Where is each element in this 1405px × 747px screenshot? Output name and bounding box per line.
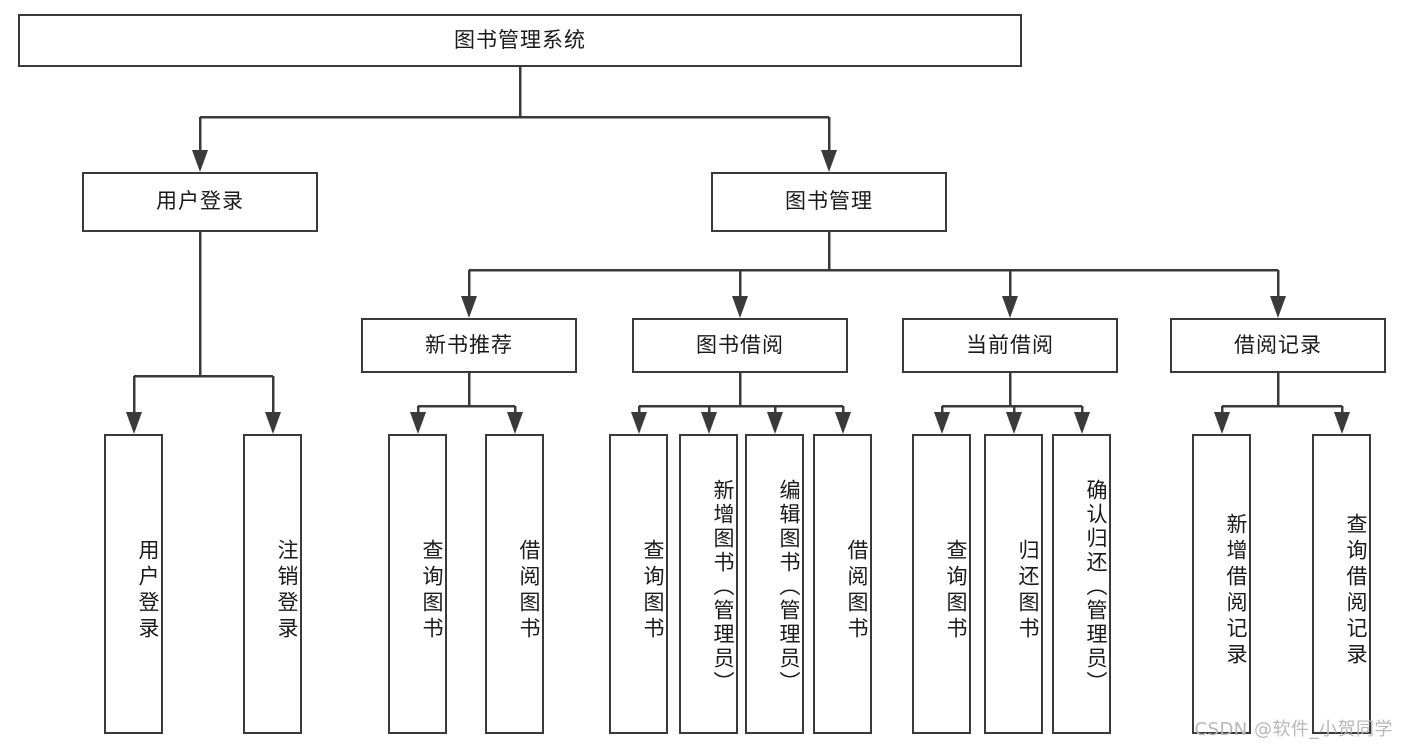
arrowhead-icon (821, 150, 837, 172)
node-label: 用户登录 (156, 189, 244, 214)
arrowhead-icon (934, 412, 950, 434)
arrowhead-icon (192, 150, 208, 172)
arrowhead-icon (1270, 296, 1286, 318)
node-leaf-confirm-return[interactable]: 确认归还（管理员） (1052, 434, 1111, 734)
node-label: 用户登录 (136, 539, 160, 643)
arrowhead-icon (1074, 412, 1090, 434)
arrowhead-icon (835, 412, 851, 434)
arrowhead-icon (767, 412, 783, 434)
node-leaf-query-book-2[interactable]: 查询图书 (609, 434, 668, 734)
node-label: 借阅记录 (1234, 332, 1322, 357)
node-leaf-query-book-3[interactable]: 查询图书 (912, 434, 971, 734)
arrowhead-icon (1214, 412, 1230, 434)
node-label: 新增图书（管理员） (711, 479, 735, 695)
arrowhead-icon (732, 296, 748, 318)
node-new-book-rec[interactable]: 新书推荐 (361, 318, 577, 373)
arrowhead-icon (1002, 296, 1018, 318)
arrowhead-icon (631, 412, 647, 434)
watermark: CSDN @软件_小贺同学 (1194, 719, 1393, 740)
node-label: 图书借阅 (696, 332, 784, 357)
node-leaf-query-book-1[interactable]: 查询图书 (388, 434, 447, 734)
node-user-login[interactable]: 用户登录 (82, 172, 318, 232)
node-leaf-query-record[interactable]: 查询借阅记录 (1312, 434, 1371, 734)
node-label: 注销登录 (275, 539, 299, 643)
arrowhead-icon (265, 412, 281, 434)
node-label: 借阅图书 (845, 539, 869, 643)
node-label: 新书推荐 (425, 332, 513, 357)
node-label: 借阅图书 (517, 539, 541, 643)
node-root[interactable]: 图书管理系统 (18, 14, 1022, 67)
node-label: 查询图书 (641, 539, 665, 643)
arrowhead-icon (1334, 412, 1350, 434)
node-label: 当前借阅 (966, 332, 1054, 357)
arrowhead-icon (126, 412, 142, 434)
node-label: 图书管理系统 (454, 27, 586, 52)
node-leaf-add-book[interactable]: 新增图书（管理员） (679, 434, 738, 734)
node-book-borrow[interactable]: 图书借阅 (632, 318, 848, 373)
node-leaf-edit-book[interactable]: 编辑图书（管理员） (745, 434, 804, 734)
node-label: 归还图书 (1016, 539, 1040, 643)
node-label: 图书管理 (785, 189, 873, 214)
node-leaf-borrow-book-2[interactable]: 借阅图书 (813, 434, 872, 734)
arrowhead-icon (410, 412, 426, 434)
node-leaf-add-record[interactable]: 新增借阅记录 (1192, 434, 1251, 734)
node-label: 确认归还（管理员） (1084, 479, 1108, 695)
node-label: 查询图书 (420, 539, 444, 643)
node-label: 新增借阅记录 (1224, 513, 1248, 669)
arrowhead-icon (461, 296, 477, 318)
node-leaf-user-login[interactable]: 用户登录 (104, 434, 163, 734)
arrowhead-icon (1006, 412, 1022, 434)
node-leaf-logout[interactable]: 注销登录 (243, 434, 302, 734)
node-leaf-borrow-book-1[interactable]: 借阅图书 (485, 434, 544, 734)
node-label: 查询借阅记录 (1344, 513, 1368, 669)
node-leaf-return-book[interactable]: 归还图书 (984, 434, 1043, 734)
node-borrow-record[interactable]: 借阅记录 (1170, 318, 1386, 373)
node-current-borrow[interactable]: 当前借阅 (902, 318, 1118, 373)
node-label: 编辑图书（管理员） (777, 479, 801, 695)
arrowhead-icon (701, 412, 717, 434)
arrowhead-icon (507, 412, 523, 434)
node-label: 查询图书 (944, 539, 968, 643)
node-book-mgmt[interactable]: 图书管理 (711, 172, 947, 232)
